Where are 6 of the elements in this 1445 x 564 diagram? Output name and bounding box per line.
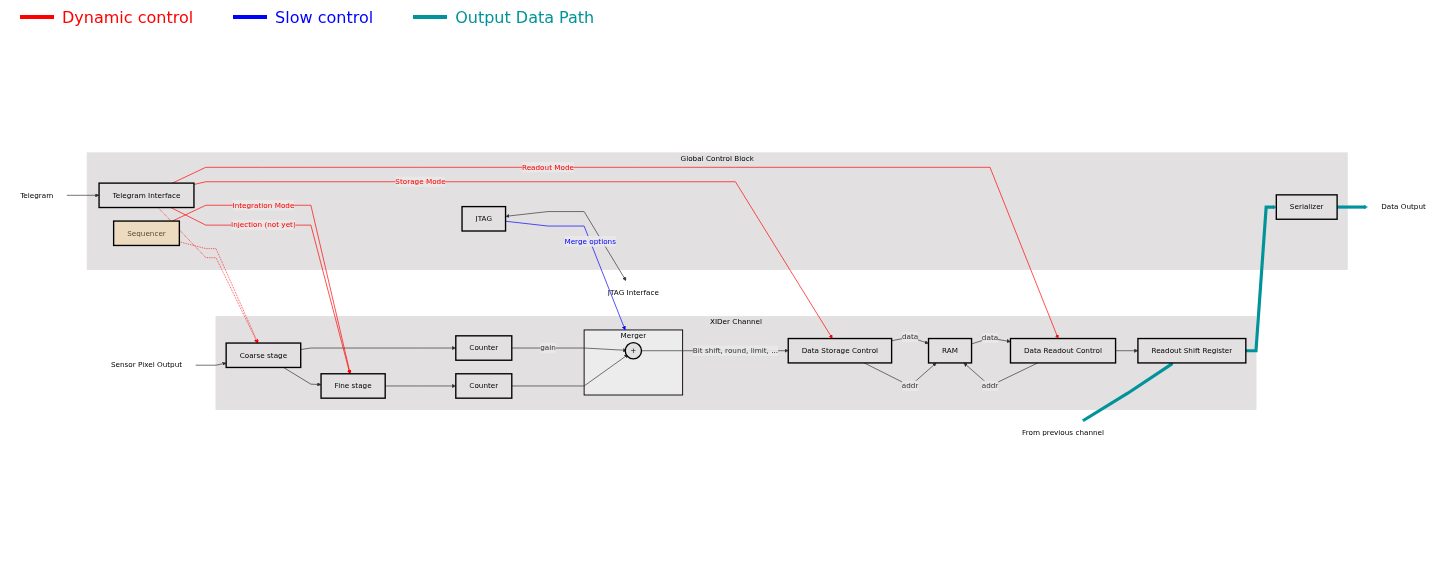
legend-label: Dynamic control <box>62 7 194 27</box>
arrow <box>1081 362 1174 423</box>
arrow <box>1336 205 1368 210</box>
legend-label: Slow control <box>275 7 374 27</box>
arrow <box>1245 205 1276 353</box>
legend-label: Output Data Path <box>455 7 595 27</box>
